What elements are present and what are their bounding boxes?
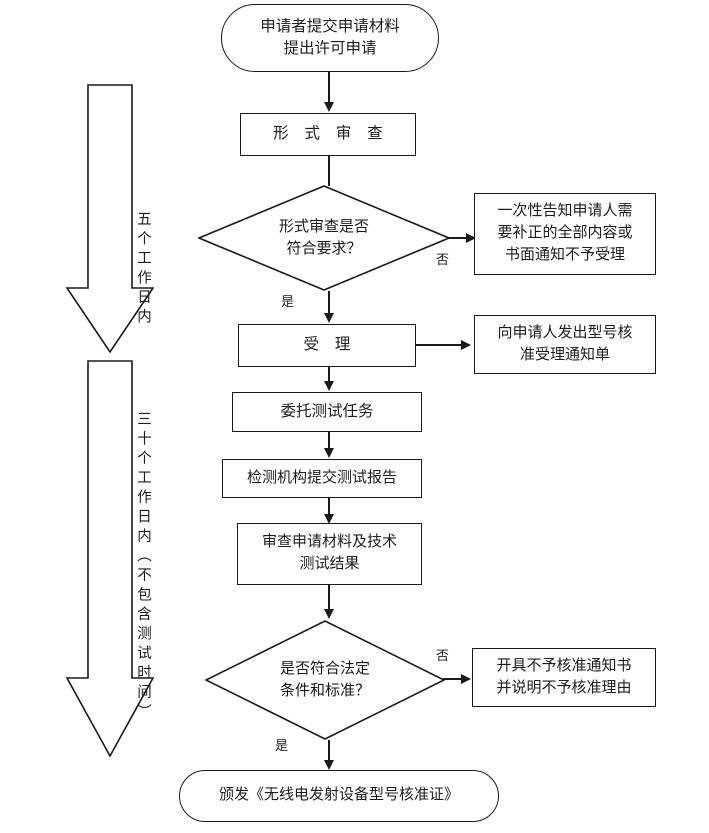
arrowhead-review-materials-to-decision-legal	[323, 609, 334, 619]
arrowhead-decision-legal-yes	[323, 760, 334, 770]
node-decision-legal-text: 是否符合法定 条件和标准？	[205, 620, 445, 740]
node-reject-notice-line-2: 并说明不予核准理由	[496, 679, 632, 696]
node-commission-test: 委托测试任务	[232, 392, 422, 432]
node-decision-formal-review-line-1: 形式审查是否	[278, 218, 369, 235]
timeline-arrow-thirty-working-days-label: 三十个工作日内（不包含测试时间）	[135, 411, 151, 723]
timeline-arrow-thirty-working-days: 三十个工作日内（不包含测试时间）	[66, 360, 154, 760]
edge-accept-to-commission-test	[328, 367, 330, 385]
arrowhead-accept-to-acceptance-notice	[461, 339, 471, 350]
edge-decision-legal-no	[443, 678, 465, 680]
node-reject-notice: 开具不予核准通知书 并说明不予核准理由	[472, 648, 656, 707]
node-review-materials-line-2: 测试结果	[299, 556, 360, 572]
node-decision-legal: 是否符合法定 条件和标准？	[205, 620, 445, 740]
node-issue-certificate-label: 颁发《无线电发射设备型号核准证》	[218, 787, 459, 804]
edge-commission-test-to-test-report	[328, 432, 330, 452]
arrowhead-test-report-to-review-materials	[323, 514, 334, 524]
node-start-line-2: 提出许可申请	[283, 40, 377, 57]
node-reject-notice-line-1: 开具不予核准通知书	[496, 657, 632, 674]
node-issue-acceptance-notice: 向申请人发出型号核 准受理通知单	[474, 315, 656, 374]
node-formal-review-label: 形 式 审 查	[273, 125, 389, 143]
node-notify-supplement-line-3: 书面通知不予受理	[504, 246, 625, 263]
arrowhead-start-to-formal-review	[323, 102, 334, 112]
timeline-arrow-five-working-days: 五个工作日内	[66, 84, 154, 354]
node-decision-legal-line-2: 条件和标准？	[279, 683, 370, 699]
node-issue-certificate: 颁发《无线电发射设备型号核准证》	[179, 770, 499, 822]
node-decision-legal-line-1: 是否符合法定	[279, 660, 370, 677]
node-test-report: 检测机构提交测试报告	[222, 459, 422, 498]
node-issue-acceptance-notice-line-1: 向申请人发出型号核	[497, 324, 633, 341]
node-test-report-label: 检测机构提交测试报告	[246, 469, 397, 486]
node-decision-formal-review-text: 形式审查是否 符合要求？	[198, 185, 450, 291]
arrowhead-decision-formal-yes	[323, 313, 334, 323]
node-review-materials-line-1: 审查申请材料及技术	[261, 534, 397, 551]
arrowhead-accept-to-commission-test	[323, 381, 334, 391]
edge-label-legal-yes: 是	[275, 738, 289, 753]
node-start: 申请者提交申请材料 提出许可申请	[221, 4, 439, 72]
node-notify-supplement: 一次性告知申请人需 要补正的全部内容或 书面通知不予受理	[474, 193, 656, 275]
edge-decision-formal-yes	[328, 291, 330, 317]
edge-label-legal-no: 否	[436, 648, 450, 663]
node-decision-formal-review: 形式审查是否 符合要求？	[198, 185, 450, 291]
node-notify-supplement-line-1: 一次性告知申请人需	[497, 203, 633, 220]
node-decision-formal-review-line-2: 符合要求？	[286, 241, 362, 257]
timeline-arrow-five-working-days-label: 五个工作日内	[135, 210, 151, 328]
node-review-materials: 审查申请材料及技术 测试结果	[237, 523, 422, 585]
edge-start-to-formal-review	[328, 72, 330, 104]
node-commission-test-label: 委托测试任务	[280, 402, 374, 420]
node-issue-acceptance-notice-line-2: 准受理通知单	[519, 346, 610, 363]
node-formal-review: 形 式 审 查	[240, 113, 416, 156]
edge-decision-formal-no	[448, 237, 470, 239]
edge-test-report-to-review-materials	[328, 498, 330, 518]
edge-label-formal-no: 否	[436, 252, 450, 267]
arrowhead-commission-test-to-test-report	[323, 448, 334, 458]
edge-label-formal-yes: 是	[281, 294, 295, 309]
edge-formal-review-to-decision	[328, 156, 330, 186]
edge-decision-legal-yes	[328, 740, 330, 765]
node-notify-supplement-line-2: 要补正的全部内容或	[497, 225, 633, 242]
arrowhead-decision-legal-no	[461, 673, 471, 684]
edge-review-materials-to-decision-legal	[328, 585, 330, 613]
node-start-line-1: 申请者提交申请材料	[260, 17, 400, 35]
edge-accept-to-acceptance-notice	[416, 344, 464, 346]
arrowhead-decision-formal-no	[466, 232, 476, 243]
node-accept: 受 理	[238, 324, 416, 367]
node-accept-label: 受 理	[303, 336, 357, 354]
